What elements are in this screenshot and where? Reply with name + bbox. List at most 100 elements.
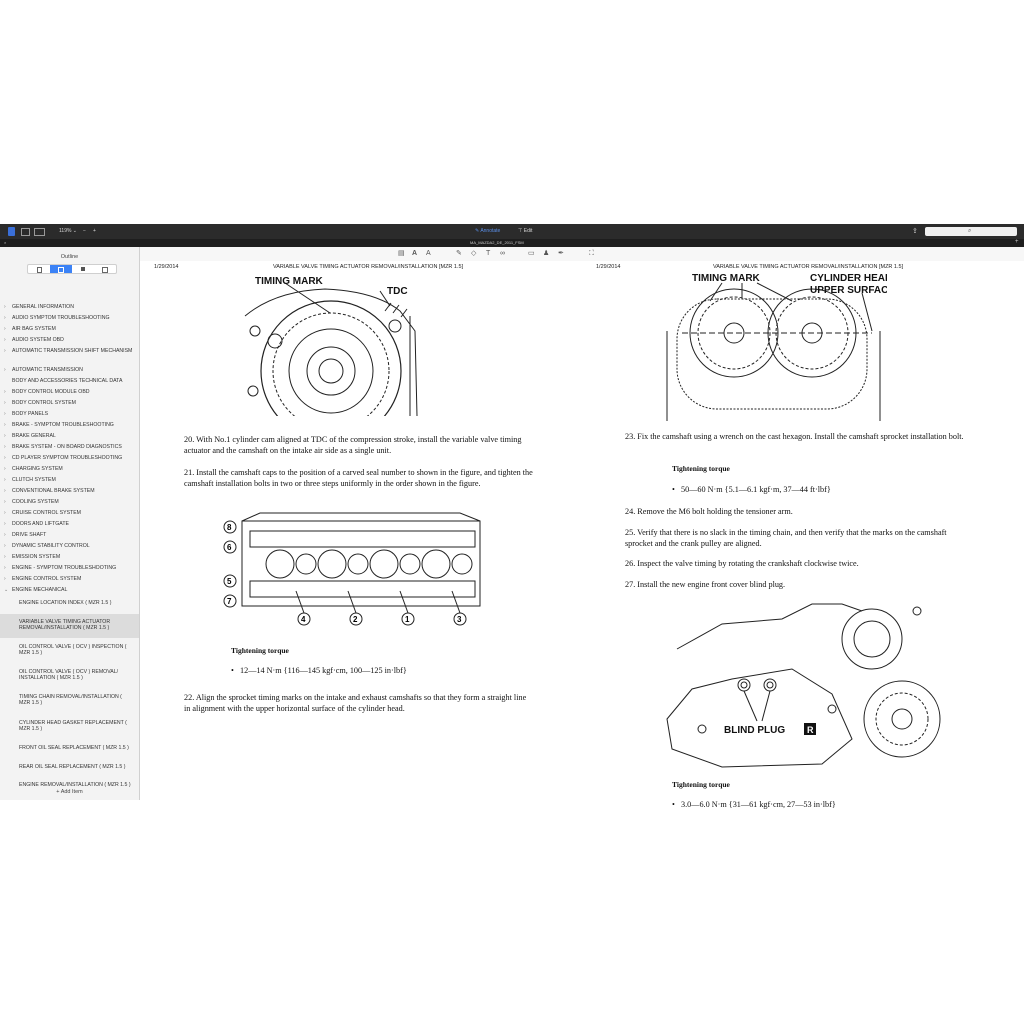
text-tool-icon[interactable]: T (486, 250, 491, 257)
bolt-order-number: 6 (227, 543, 232, 552)
chevron-right-icon[interactable]: › (4, 389, 6, 395)
pen-icon[interactable]: ✎ (456, 250, 462, 257)
bolt-order-marker (223, 520, 237, 534)
step-21-text: 21. Install the camshaft caps to the pos… (184, 468, 533, 488)
shape-icon[interactable]: ◇ (471, 250, 477, 257)
chevron-right-icon[interactable]: › (4, 422, 6, 428)
torque-value: • 50—60 N·m {5.1—6.1 kgf·m, 37—44 ft·lbf… (672, 485, 831, 494)
blind-plug-figure: BLIND PLUG R (666, 603, 941, 768)
torque-value-2: • 3.0—6.0 N·m {31—61 kgf·cm, 27—53 in·lb… (672, 800, 836, 809)
note-icon[interactable]: ▭ (528, 250, 535, 257)
chevron-right-icon[interactable]: › (4, 576, 6, 582)
chevron-right-icon[interactable]: › (4, 565, 6, 571)
bookmark-view-icon[interactable] (72, 265, 94, 273)
sidebar-item-label: COOLING SYSTEM (12, 499, 59, 505)
document-tab-title[interactable]: MA_MAZDA2_DE_2011_FSM (470, 240, 524, 245)
sidebar-subitem-label: OIL CONTROL VALVE ( OCV ) REMOVAL/ INSTA… (19, 669, 119, 681)
chevron-right-icon[interactable]: › (4, 400, 6, 406)
chevron-right-icon[interactable]: › (4, 337, 6, 343)
page-date: 1/29/2014 (596, 264, 621, 270)
cylinder-outline (317, 549, 347, 579)
chevron-right-icon[interactable]: › (4, 348, 6, 354)
text-style-a-icon[interactable]: A (412, 250, 418, 257)
thumbnail-view-icon[interactable] (21, 228, 30, 236)
chevron-right-icon[interactable]: › (4, 466, 6, 472)
chevron-right-icon[interactable]: › (4, 521, 6, 527)
chevron-right-icon[interactable]: › (4, 510, 6, 516)
left-page: 1/29/2014 VARIABLE VALVE TIMING ACTUATOR… (140, 261, 582, 800)
fig-upper-surface-label: UPPER SURFACE (810, 285, 887, 296)
valve-outline (451, 553, 473, 575)
sidebar-item-label: ENGINE MECHANICAL (12, 587, 68, 593)
sidebar-item-label: AUTOMATIC TRANSMISSION SHIFT MECHANISM (12, 348, 133, 354)
underline-a-icon[interactable]: A (426, 250, 431, 257)
sidebar-item-label: CD PLAYER SYMPTOM TROUBLESHOOTING (12, 455, 123, 461)
link-icon[interactable]: ∞ (500, 250, 505, 257)
grid-view-icon[interactable] (34, 228, 45, 236)
chevron-right-icon[interactable]: › (4, 543, 6, 549)
bolt-order-marker (223, 594, 237, 608)
torque-heading-2: Tightening torque (672, 780, 730, 789)
sidebar-item-label: CONVENTIONAL BRAKE SYSTEM (12, 488, 95, 494)
chevron-right-icon[interactable]: › (4, 367, 6, 373)
chevron-right-icon[interactable]: › (4, 532, 6, 538)
annotation-toolbar: ▤ A A ✎ ◇ T ∞ ▭ ♟ ✒ ⛶ (140, 247, 1024, 262)
zoom-in-button[interactable]: + (93, 228, 96, 234)
sidebar-item-label: DRIVE SHAFT (12, 532, 47, 538)
chevron-right-icon[interactable]: › (4, 477, 6, 483)
search-input[interactable]: ⌕ (925, 227, 1017, 236)
sidebar-item-label: BODY PANELS (12, 411, 49, 417)
chevron-right-icon[interactable]: › (4, 411, 6, 417)
chevron-right-icon[interactable]: › (4, 444, 6, 450)
pdf-viewer-window: 119% ⌄ − + ✎ Annotate ⊤ Edit ⇪ ⌕ × MA_MA… (0, 224, 1024, 809)
chevron-right-icon[interactable]: › (4, 304, 6, 310)
chevron-right-icon[interactable]: › (4, 488, 6, 494)
sidebar-toggle-icon[interactable] (8, 227, 15, 236)
new-tab-icon[interactable]: + (1015, 239, 1019, 245)
highlight-text-icon[interactable]: ▤ (398, 250, 405, 257)
sidebar-subitem-label: ENGINE REMOVAL/INSTALLATION ( MZR 1.5 ) (19, 782, 131, 788)
chevron-right-icon[interactable]: › (4, 554, 6, 560)
page-view-icon[interactable] (28, 265, 50, 273)
outline-view-icon[interactable] (50, 265, 72, 273)
top-toolbar: 119% ⌄ − + ✎ Annotate ⊤ Edit ⇪ ⌕ (0, 224, 1024, 239)
sidebar-subitem-label: REAR OIL SEAL REPLACEMENT ( MZR 1.5 ) (19, 764, 126, 770)
sidebar-item-label: AUTOMATIC TRANSMISSION (12, 367, 83, 373)
sidebar-subitem-label: OIL CONTROL VALVE ( OCV ) INSPECTION ( M… (19, 644, 127, 656)
add-item-button[interactable]: + Add Item (56, 789, 83, 795)
torque-value: • 12—14 N·m {116—145 kgf·cm, 100—125 in·… (231, 666, 407, 675)
fullscreen-icon[interactable]: ⛶ (589, 250, 594, 257)
bolt-order-number: 5 (227, 577, 232, 586)
sidebar-item-label: BRAKE GENERAL (12, 433, 56, 439)
zoom-select[interactable]: 119% ⌄ (59, 228, 78, 234)
search-icon: ⌕ (968, 228, 972, 234)
step-22-text: 22. Align the sprocket timing marks on t… (184, 693, 527, 713)
valve-outline (295, 553, 317, 575)
zoom-out-button[interactable]: − (83, 228, 86, 234)
chevron-right-icon[interactable]: › (4, 433, 6, 439)
share-icon[interactable]: ⇪ (912, 228, 918, 235)
sidebar-subitem[interactable]: VARIABLE VALVE TIMING ACTUATOR REMOVAL/I… (0, 614, 139, 638)
annotation-view-icon[interactable] (94, 265, 116, 273)
sidebar-item-label: BRAKE SYSTEM - ON BOARD DIAGNOSTICS (12, 444, 122, 450)
chevron-right-icon[interactable]: › (4, 499, 6, 505)
page-date: 1/29/2014 (154, 264, 179, 270)
sidebar-item-label: DOORS AND LIFTGATE (12, 521, 69, 527)
sidebar-item-label: CRUISE CONTROL SYSTEM (12, 510, 81, 516)
sidebar-item-label: ENGINE - SYMPTOM TROUBLESHOOTING (12, 565, 117, 571)
close-tab-icon[interactable]: × (4, 240, 7, 245)
chevron-right-icon[interactable]: › (4, 455, 6, 461)
chevron-right-icon[interactable]: › (4, 315, 6, 321)
annotate-tab[interactable]: ✎ Annotate (475, 228, 501, 234)
leader-line (451, 590, 461, 614)
stamp-icon[interactable]: ♟ (543, 250, 550, 257)
sidebar-item-label: EMISSION SYSTEM (12, 554, 61, 560)
sidebar-item-label: AUDIO SYMPTOM TROUBLESHOOTING (12, 315, 110, 321)
chevron-right-icon[interactable]: › (4, 326, 6, 332)
chevron-right-icon[interactable]: ⌄ (4, 587, 9, 593)
edit-tab[interactable]: ⊤ Edit (518, 228, 533, 234)
sidebar-item-label: BODY CONTROL SYSTEM (12, 400, 76, 406)
step-24-text: 24. Remove the M6 bolt holding the tensi… (625, 507, 793, 516)
bolt-order-number: 7 (227, 597, 232, 606)
signature-icon[interactable]: ✒ (558, 250, 564, 257)
